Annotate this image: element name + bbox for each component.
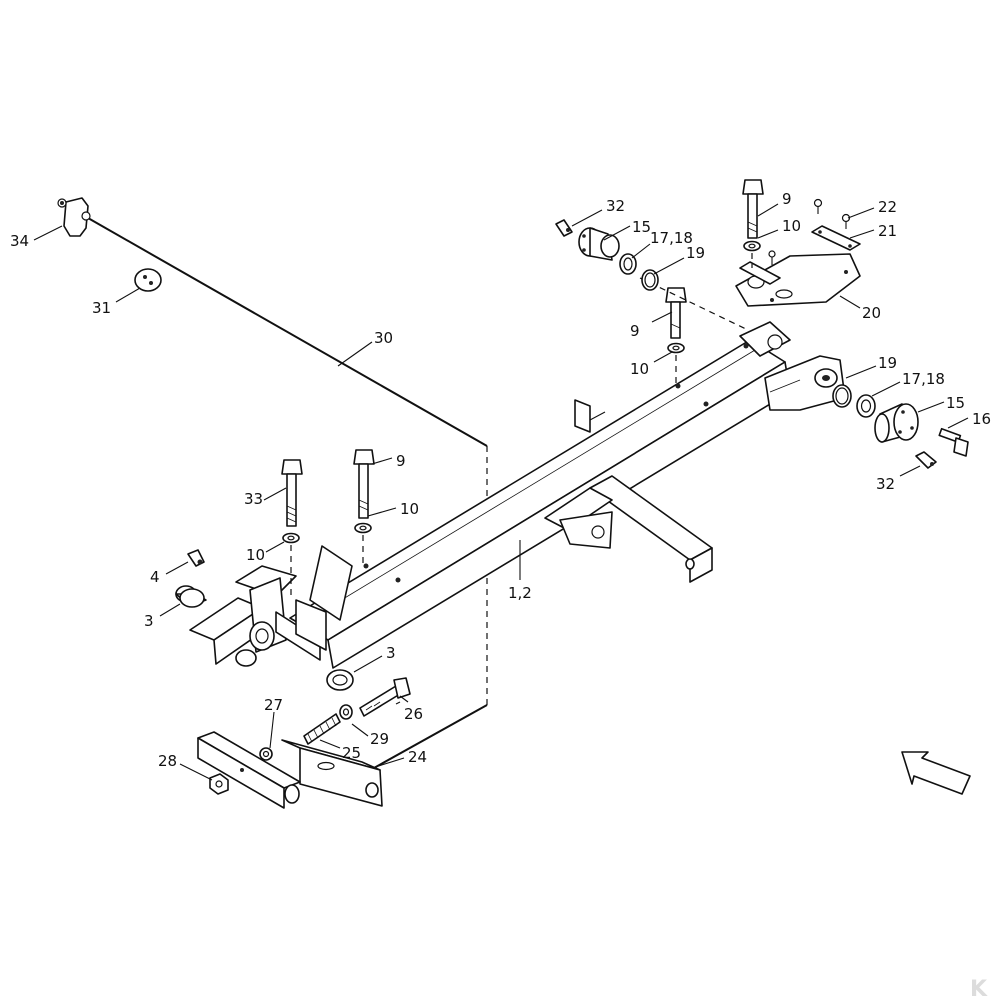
svg-text:K: K bbox=[970, 977, 988, 1000]
callout-31: 31 bbox=[92, 299, 111, 317]
spring-25 bbox=[303, 713, 341, 745]
brand-watermark: K bbox=[970, 977, 988, 1000]
callout-16: 16 bbox=[972, 410, 991, 428]
beam-side-plate bbox=[574, 399, 606, 433]
callout-32-top: 32 bbox=[606, 197, 625, 215]
callout-1718-top: 17,18 bbox=[650, 229, 693, 247]
callout-15-right: 15 bbox=[946, 394, 965, 412]
callout-1718-right: 17,18 bbox=[902, 370, 945, 388]
bolt-9-front bbox=[353, 449, 375, 519]
callout-10-left-a: 10 bbox=[400, 500, 419, 518]
callout-32-right: 32 bbox=[876, 475, 895, 493]
callout-34: 34 bbox=[10, 232, 29, 250]
callout-27: 27 bbox=[264, 696, 283, 714]
tow-drawbar bbox=[544, 475, 713, 583]
callout-26: 26 bbox=[404, 705, 423, 723]
bolt-26 bbox=[359, 677, 411, 717]
washer-1718-right bbox=[856, 394, 876, 418]
screw-22-a bbox=[813, 198, 823, 214]
callout-24: 24 bbox=[408, 748, 427, 766]
circlip-19-right bbox=[832, 384, 852, 408]
grease-nipple-32-right bbox=[915, 451, 937, 469]
cover-plate-20 bbox=[735, 253, 861, 307]
cable-30 bbox=[87, 217, 488, 774]
washer-10-mid bbox=[667, 342, 685, 354]
front-headstock bbox=[189, 545, 353, 667]
callout-1-2: 1,2 bbox=[508, 584, 532, 602]
washer-10-top bbox=[743, 240, 761, 252]
callout-21: 21 bbox=[878, 222, 897, 240]
bush-3-left bbox=[175, 585, 207, 608]
callout-9-left: 9 bbox=[396, 452, 406, 470]
callout-33: 33 bbox=[244, 490, 263, 508]
rear-pivot-bracket bbox=[764, 355, 846, 411]
bolt-16 bbox=[938, 427, 969, 457]
spring-plate-24 bbox=[281, 739, 383, 807]
washer-29 bbox=[339, 704, 353, 720]
hub-15-right bbox=[874, 403, 919, 443]
screw-22-b bbox=[841, 213, 851, 229]
callout-30: 30 bbox=[374, 329, 393, 347]
bar-28 bbox=[197, 731, 301, 809]
washer-10-front-a bbox=[282, 532, 300, 544]
strip-plate-upper bbox=[739, 261, 781, 285]
callout-20: 20 bbox=[862, 304, 881, 322]
callout-10-mid: 10 bbox=[630, 360, 649, 378]
callout-3-right: 3 bbox=[386, 644, 396, 662]
callout-29: 29 bbox=[370, 730, 389, 748]
callout-28: 28 bbox=[158, 752, 177, 770]
cable-clamp-34 bbox=[57, 197, 91, 237]
washer-31 bbox=[134, 268, 162, 292]
callout-19-right: 19 bbox=[878, 354, 897, 372]
nut-28 bbox=[209, 773, 229, 795]
callout-3-left: 3 bbox=[144, 612, 154, 630]
leader-lines bbox=[33, 203, 969, 781]
grease-nipple-32-top bbox=[555, 219, 573, 237]
arrow-icon bbox=[901, 751, 971, 795]
callout-4: 4 bbox=[150, 568, 160, 586]
washer-27 bbox=[259, 747, 273, 761]
bolt-9-top bbox=[742, 179, 764, 239]
bolt-33 bbox=[281, 459, 303, 527]
callout-25: 25 bbox=[342, 744, 361, 762]
callout-10-left-b: 10 bbox=[246, 546, 265, 564]
strip-plate-21 bbox=[811, 225, 861, 251]
callout-19-top: 19 bbox=[686, 244, 705, 262]
bush-3-right bbox=[326, 669, 354, 691]
callout-9-top: 9 bbox=[782, 190, 792, 208]
hub-15-top bbox=[578, 227, 620, 261]
bolt-9-mid bbox=[665, 287, 687, 339]
callout-9-mid: 9 bbox=[630, 322, 640, 340]
screw-top-c bbox=[768, 250, 776, 265]
callout-22: 22 bbox=[878, 198, 897, 216]
washer-10-front-b bbox=[354, 522, 372, 534]
circlip-19-top bbox=[641, 269, 659, 291]
callout-labels: 34 31 30 32 15 17,18 19 9 10 22 21 20 9 … bbox=[10, 190, 991, 770]
washer-1718-top bbox=[619, 253, 637, 275]
callout-10-top: 10 bbox=[782, 217, 801, 235]
grease-nipple-4 bbox=[187, 549, 205, 567]
callout-15-top: 15 bbox=[632, 218, 651, 236]
